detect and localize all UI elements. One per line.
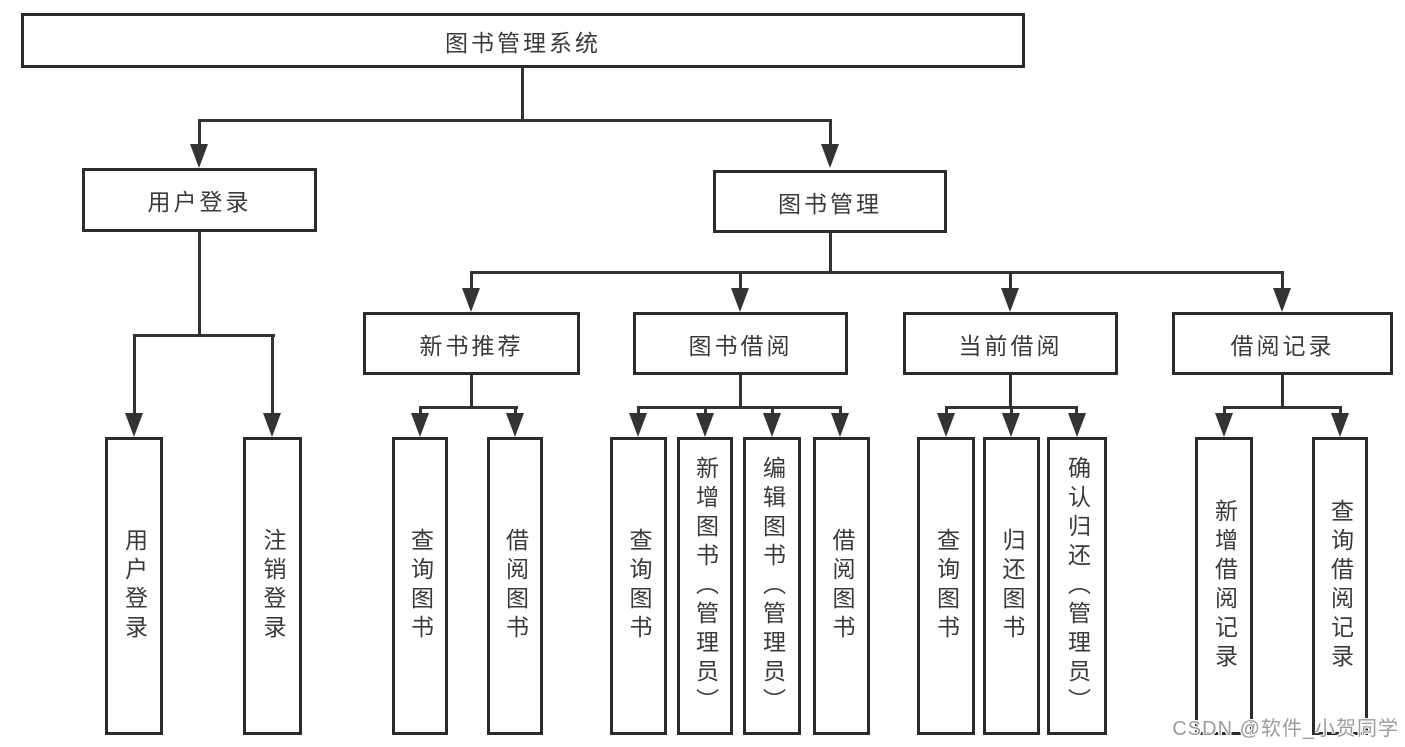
arrow-down-icon (1002, 413, 1020, 437)
connector-new-book-stem (470, 373, 473, 408)
connector-arrow-new-book (470, 271, 473, 291)
leaf-br-query-record-label: 查询借阅记录 (1327, 499, 1354, 673)
arrow-down-icon (831, 413, 849, 437)
connector-arrow-borrowing-records (1281, 271, 1284, 291)
leaf-cb-query-books-label: 查询图书 (933, 528, 960, 644)
connector-borrowing-records-branch (1223, 406, 1342, 409)
leaf-user-login-label: 用户登录 (121, 528, 148, 644)
leaf-cb-return-books-label: 归还图书 (999, 528, 1025, 644)
leaf-br-add-record-label: 新增借阅记录 (1211, 499, 1238, 673)
arrow-down-icon (731, 288, 749, 312)
leaf-nbr-query-books-label: 查询图书 (407, 528, 434, 644)
node-new-book-recommendation-label: 新书推荐 (419, 332, 524, 359)
node-new-book-recommendation: 新书推荐 (363, 312, 580, 375)
leaf-bb-edit-books-admin-label: 编辑图书（管理员） (759, 455, 786, 717)
connector-arrow-leaf (771, 406, 774, 417)
leaf-cb-query-books: 查询图书 (917, 437, 975, 735)
node-user-login: 用户登录 (82, 168, 317, 232)
node-root: 图书管理系统 (21, 13, 1025, 68)
connector-arrow-user-login (198, 119, 201, 147)
node-user-login-label: 用户登录 (147, 189, 252, 215)
connector-book-borrowing-stem (739, 373, 742, 408)
connector-book-borrowing-branch (637, 406, 842, 409)
leaf-nbr-query-books: 查询图书 (392, 437, 448, 735)
leaf-bb-borrow-books-label: 借阅图书 (829, 528, 855, 644)
connector-arrow-leaf (839, 406, 842, 417)
connector-user-login-stem (198, 230, 201, 336)
connector-arrow-leaf (133, 334, 136, 416)
connector-root-stem (521, 66, 524, 122)
connector-arrow-leaf (271, 334, 274, 416)
arrow-down-icon (937, 413, 955, 437)
node-book-management: 图书管理 (713, 170, 947, 233)
connector-arrow-current-borrowing (1009, 271, 1012, 291)
arrow-down-icon (696, 413, 714, 437)
leaf-cb-confirm-return-admin: 确认归还（管理员） (1047, 437, 1107, 735)
connector-arrow-leaf (1223, 406, 1226, 417)
connector-arrow-leaf (514, 406, 517, 417)
leaf-bb-query-books: 查询图书 (610, 437, 667, 735)
connector-level3-branch (470, 271, 1283, 274)
arrow-down-icon (462, 288, 480, 312)
node-root-label: 图书管理系统 (445, 29, 601, 56)
node-book-borrowing: 图书借阅 (633, 312, 848, 375)
arrow-down-icon (411, 413, 429, 437)
leaf-cb-confirm-return-admin-label: 确认归还（管理员） (1064, 455, 1091, 717)
connector-arrow-leaf (637, 406, 640, 417)
arrow-down-icon (125, 413, 143, 437)
arrow-down-icon (1331, 413, 1349, 437)
leaf-nbr-borrow-books-label: 借阅图书 (502, 528, 529, 644)
connector-arrow-leaf (1339, 406, 1342, 417)
connector-arrow-leaf (1010, 406, 1013, 417)
leaf-nbr-borrow-books: 借阅图书 (487, 437, 543, 735)
node-current-borrowing: 当前借阅 (903, 312, 1118, 375)
connector-arrow-leaf (945, 406, 948, 417)
arrow-down-icon (263, 413, 281, 437)
connector-arrow-leaf (704, 406, 707, 417)
arrow-down-icon (763, 413, 781, 437)
leaf-cb-return-books: 归还图书 (983, 437, 1040, 735)
arrow-down-icon (629, 413, 647, 437)
connector-borrowing-records-stem (1281, 373, 1284, 408)
leaf-br-query-record: 查询借阅记录 (1312, 437, 1368, 735)
arrow-down-icon (1273, 288, 1291, 312)
leaf-logout-label: 注销登录 (260, 528, 286, 644)
leaf-bb-edit-books-admin: 编辑图书（管理员） (743, 437, 801, 735)
arrow-down-icon (506, 413, 524, 437)
node-book-borrowing-label: 图书借阅 (688, 332, 793, 359)
connector-arrow-book-management (829, 119, 832, 147)
connector-user-login-branch (133, 334, 275, 337)
csdn-watermark: CSDN @软件_小贺同学 (1172, 718, 1399, 740)
arrow-down-icon (1215, 413, 1233, 437)
connector-book-management-stem (829, 231, 832, 273)
arrow-down-icon (1068, 413, 1086, 437)
leaf-logout: 注销登录 (243, 437, 302, 735)
node-borrowing-records-label: 借阅记录 (1230, 332, 1335, 359)
leaf-bb-add-books-admin-label: 新增图书（管理员） (692, 455, 719, 717)
leaf-bb-query-books-label: 查询图书 (626, 528, 652, 644)
connector-arrow-leaf (1075, 406, 1078, 417)
arrow-down-icon (821, 144, 839, 168)
connector-new-book-branch (419, 406, 518, 409)
node-current-borrowing-label: 当前借阅 (958, 332, 1063, 359)
leaf-br-add-record: 新增借阅记录 (1195, 437, 1253, 735)
node-borrowing-records: 借阅记录 (1172, 312, 1393, 375)
connector-arrow-book-borrowing (739, 271, 742, 291)
leaf-bb-borrow-books: 借阅图书 (813, 437, 870, 735)
connector-current-borrowing-stem (1009, 373, 1012, 408)
arrow-down-icon (1001, 288, 1019, 312)
leaf-user-login: 用户登录 (105, 437, 163, 735)
connector-level2-branch (198, 119, 832, 122)
connector-arrow-leaf (419, 406, 422, 417)
node-book-management-label: 图书管理 (778, 190, 882, 217)
arrow-down-icon (190, 144, 208, 168)
leaf-bb-add-books-admin: 新增图书（管理员） (677, 437, 733, 735)
